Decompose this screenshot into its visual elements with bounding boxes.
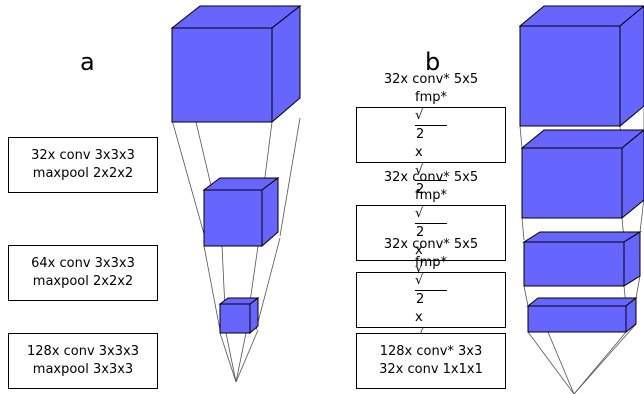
panel-b-layer-2-box: 32x conv* 5x5 fmp* √2x√2 [356, 170, 506, 295]
layer-line-1: 32x conv* 5x5 [383, 237, 479, 252]
sqrt-radicand: 2 [415, 223, 447, 242]
sqrt-radicand: 2 [415, 290, 447, 309]
panel-b-layer-4-box: 128x conv* 3x3 32x conv 1x1x1 [356, 333, 506, 389]
sqrt-symbol: √2 [415, 205, 447, 242]
times-sign: x [415, 145, 423, 160]
panel-b-cube-3 [522, 231, 642, 287]
panel-a-layer-1-box: 32x conv 3x3x3 maxpool 2x2x2 [8, 137, 158, 193]
layer-line-2: 32x conv 1x1x1 [379, 362, 483, 377]
layer-line-2: maxpool 2x2x2 [32, 166, 134, 181]
fmp-label: fmp* [415, 188, 447, 203]
panel-b-cube-1 [518, 5, 644, 128]
panel-b-label: b [425, 48, 441, 76]
sqrt-radicand: 2 [415, 125, 447, 144]
times-sign: x [415, 310, 423, 325]
panel-b-layer-3-box: 32x conv* 5x5 fmp* √2x√2 [356, 237, 506, 362]
panel-b-cube-4 [526, 296, 638, 334]
panel-b-cube-2 [520, 129, 644, 220]
layer-line-2: maxpool 3x3x3 [32, 362, 134, 377]
panel-a-cube-3 [218, 297, 260, 335]
layer-line-1: 128x conv* 3x3 [379, 344, 483, 359]
layer-line-1: 32x conv 3x3x3 [31, 148, 135, 163]
layer-line-2: maxpool 2x2x2 [32, 274, 134, 289]
panel-a-funnel-lines [171, 117, 301, 383]
layer-line-1: 32x conv* 5x5 [383, 72, 479, 87]
sqrt-radicand: 2 [415, 180, 447, 199]
layer-line-1: 32x conv* 5x5 [383, 170, 479, 185]
sqrt-symbol: √2 [415, 107, 447, 144]
panel-a-layer-2-box: 64x conv 3x3x3 maxpool 2x2x2 [8, 245, 158, 301]
panel-a-cube-2 [202, 177, 280, 248]
sqrt-symbol: √2 [415, 272, 447, 309]
panel-a-layer-3-box: 128x conv 3x3x3 maxpool 3x3x3 [8, 333, 158, 389]
fmp-label: fmp* [415, 255, 447, 270]
panel-a-label: a [80, 48, 95, 76]
fmp-label: fmp* [415, 90, 447, 105]
layer-line-1: 128x conv 3x3x3 [26, 344, 139, 359]
sqrt-symbol: √2 [415, 162, 447, 199]
layer-line-1: 64x conv 3x3x3 [31, 256, 135, 271]
panel-a-cube-1 [170, 4, 302, 124]
times-sign: x [415, 243, 423, 258]
